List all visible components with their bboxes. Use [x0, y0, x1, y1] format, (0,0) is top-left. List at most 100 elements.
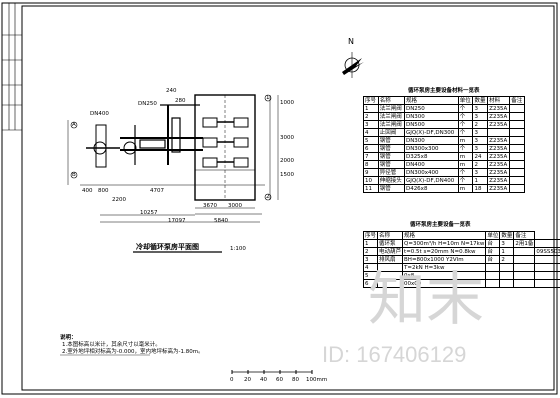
dim-10257: 10257	[140, 210, 158, 216]
table-cell	[509, 136, 525, 145]
table-cell: m	[457, 152, 474, 161]
dim-4707: 4707	[150, 188, 164, 194]
watermark-id: ID: 167406129	[322, 342, 467, 367]
notes-line-1: 1.本图标高以米计，其余尺寸以毫米计。	[62, 342, 161, 348]
table-cell	[534, 271, 560, 280]
table-cell: 台	[485, 247, 501, 256]
dim-2000: 2000	[280, 158, 294, 164]
table-cell: 2	[362, 247, 379, 256]
table-cell: D325x8	[403, 152, 459, 161]
table-cell: 钢管	[377, 144, 405, 153]
axis-a: A	[72, 122, 76, 128]
table-cell	[509, 160, 525, 169]
dim-dn400: DN400	[90, 111, 109, 117]
pump-room-plan	[67, 94, 279, 223]
dim-280: 280	[175, 98, 186, 104]
table-cell: 1	[363, 104, 379, 113]
table-cell	[509, 112, 525, 121]
dim-dn250: DN250	[138, 101, 157, 107]
table-header-cell: 规格	[402, 231, 487, 240]
table-cell: GJQ(X)-DF,DN400	[403, 176, 459, 185]
table-cell: Z235A	[487, 120, 511, 129]
table-cell	[509, 152, 525, 161]
table-cell: 3	[472, 144, 489, 153]
dim-3670: 3670	[203, 203, 217, 209]
table-cell: 18	[472, 184, 489, 193]
scale-label-80: 80	[292, 377, 299, 383]
table-cell	[534, 239, 560, 248]
table-cell	[534, 279, 560, 288]
table-cell: 10	[363, 176, 379, 185]
table1-title: 循环泵房主要设备材料一览表	[408, 88, 480, 94]
table-header-row: 序号 名称 规格 单位 数量 备注	[362, 231, 560, 240]
table-cell: 个	[457, 176, 474, 185]
table-cell	[513, 263, 536, 272]
table-cell: 2	[499, 255, 515, 264]
table-cell: 6	[363, 144, 379, 153]
table-cell: 个	[457, 144, 474, 153]
table-cell: Z235A	[487, 104, 511, 113]
table-cell	[509, 168, 525, 177]
table-cell: 2	[472, 160, 489, 169]
table-header-cell: 备注	[513, 231, 536, 240]
table-cell: 3	[472, 104, 489, 113]
scale-label-40: 40	[260, 377, 267, 383]
table-cell	[509, 144, 525, 153]
table-cell: 个	[457, 168, 474, 177]
dim-400: 400	[82, 188, 93, 194]
axis-2: 2	[266, 194, 270, 200]
table-cell: 台	[485, 239, 501, 248]
table-cell	[485, 263, 501, 272]
table-header-cell: 单位	[457, 96, 474, 105]
dim-240: 240	[166, 88, 177, 94]
table-cell: 伸缩接头	[377, 176, 405, 185]
dim-17097: 17097	[168, 218, 186, 224]
dim-3000b: 3000	[228, 203, 242, 209]
table-cell: 00x00	[402, 279, 487, 288]
table-cell: GJQ(X)-DF,DN300	[403, 128, 459, 137]
dim-800: 800	[98, 188, 109, 194]
table-cell: 09SS503	[534, 247, 560, 256]
plan-scale: 1:100	[230, 246, 246, 252]
table-cell: Z235A	[487, 144, 511, 153]
table-cell: DN500	[403, 120, 459, 129]
table-cell: 钢管	[377, 152, 405, 161]
table-cell	[534, 255, 560, 264]
dim-1000: 1000	[280, 100, 294, 106]
scale-label-20: 20	[244, 377, 251, 383]
table-cell: m	[457, 184, 474, 193]
dim-3000: 3000	[280, 135, 294, 141]
table-header-cell: 数量	[472, 96, 489, 105]
axis-b: B	[72, 172, 76, 178]
table-cell: DN300x300	[403, 144, 459, 153]
table-header-cell: 材料	[487, 96, 511, 105]
table-cell	[485, 271, 501, 280]
table-header-cell: 名称	[377, 96, 405, 105]
table-cell: m	[457, 136, 474, 145]
table-header-cell: 规格	[403, 96, 459, 105]
table-header-cell: 序号	[362, 231, 379, 240]
table-cell: Z235A	[487, 152, 511, 161]
axis-1: 1	[266, 95, 270, 101]
table-cell	[509, 184, 525, 193]
table-cell	[499, 279, 515, 288]
notes-heading: 说明：	[60, 335, 77, 341]
table-header-cell: 序号	[363, 96, 379, 105]
table-cell: 1	[499, 247, 515, 256]
table-cell	[499, 271, 515, 280]
table-cell	[509, 120, 525, 129]
dim-1500: 1500	[280, 172, 294, 178]
table-cell	[513, 247, 536, 256]
table-cell	[509, 128, 525, 137]
table-cell: 个	[457, 104, 474, 113]
table-cell: DN250	[403, 104, 459, 113]
table-cell	[513, 279, 536, 288]
